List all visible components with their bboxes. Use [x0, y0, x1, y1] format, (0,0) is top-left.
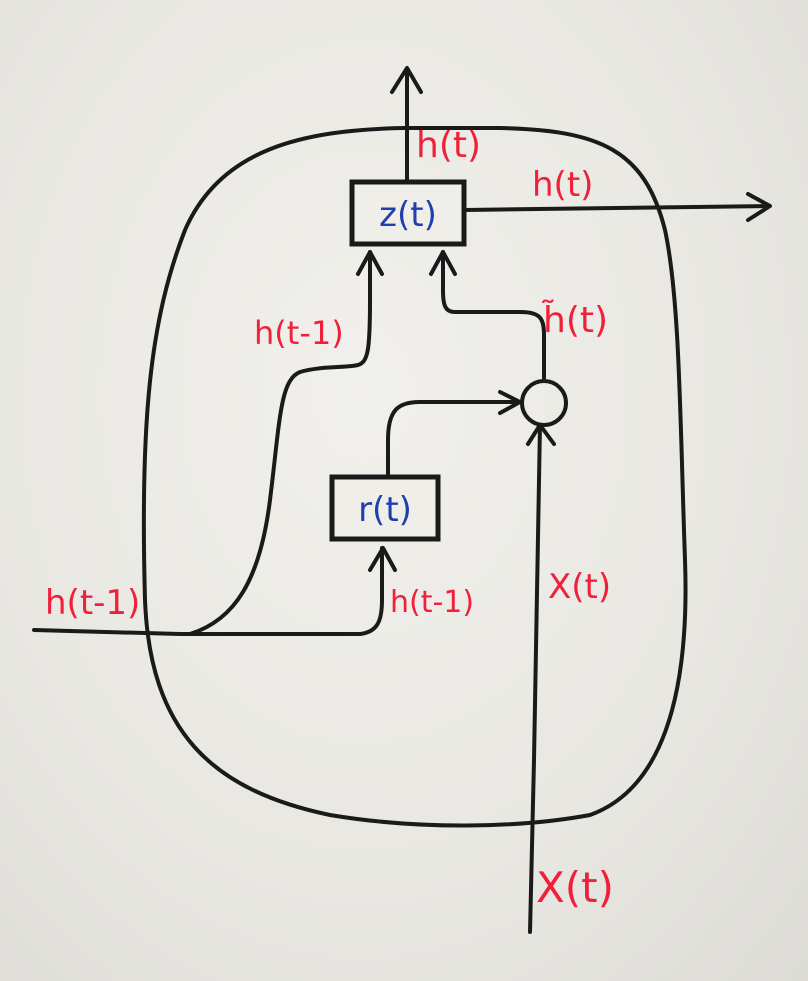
reset-to-candidate-line — [386, 400, 520, 477]
input-vertical-line — [528, 423, 542, 934]
prev-hidden-update-label: h(t-1) — [254, 314, 344, 352]
candidate-circle — [520, 379, 568, 427]
update-gate-label: z(t) — [379, 195, 437, 235]
output-right-line — [463, 204, 770, 212]
prev-hidden-reset-label: h(t-1) — [390, 585, 474, 620]
input-bottom-label: X(t) — [536, 863, 614, 912]
input-candidate-label: X(t) — [548, 567, 611, 607]
prev-hidden-input-line — [32, 546, 384, 636]
input-to-candidate-arrowhead — [526, 423, 556, 446]
candidate-label: h̃(t) — [542, 299, 608, 341]
reset-input-arrowhead — [368, 546, 397, 572]
update-input-arrowhead-left — [356, 250, 384, 276]
output-up-arrowhead — [390, 66, 423, 94]
prev-hidden-left-label: h(t-1) — [45, 583, 140, 623]
candidate-to-update-line — [441, 250, 546, 380]
cell-boundary-loop — [141, 126, 688, 828]
reset-gate-label: r(t) — [358, 490, 412, 530]
reset-gate-box — [329, 474, 441, 542]
update-gate-box — [349, 179, 467, 247]
output-up-label: h(t) — [416, 125, 481, 166]
output-right-label: h(t) — [532, 165, 593, 205]
output-right-arrowhead — [746, 192, 772, 222]
update-input-arrowhead-right — [429, 250, 457, 276]
reset-to-candidate-arrowhead — [498, 390, 522, 415]
prev-hidden-to-update-line — [188, 250, 372, 636]
